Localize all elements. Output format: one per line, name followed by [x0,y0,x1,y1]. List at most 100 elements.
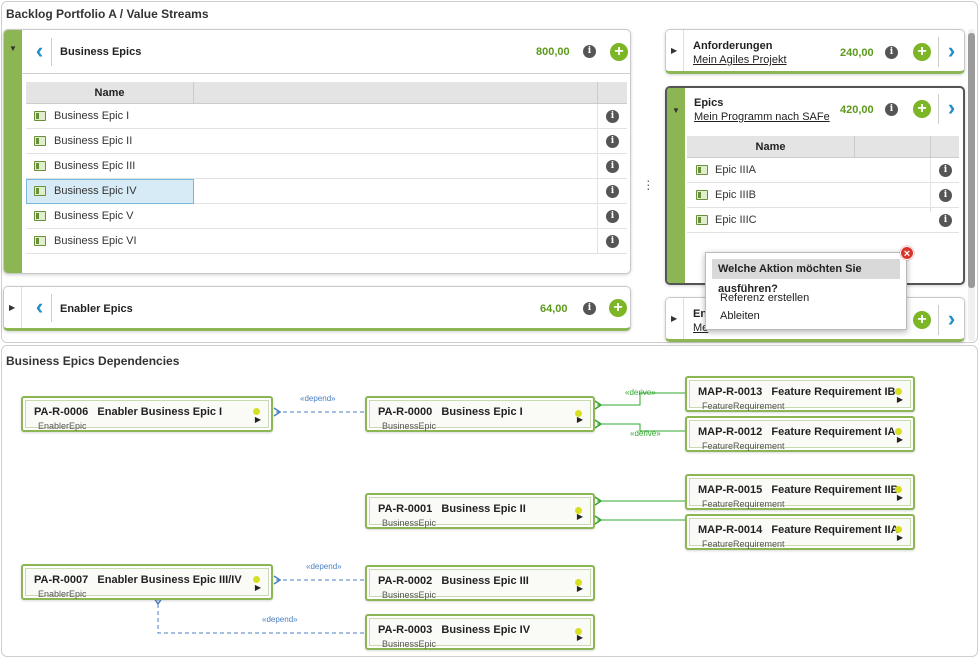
action-derive[interactable]: Ableiten [720,310,760,322]
right-scrollbar[interactable] [968,29,975,341]
add-business-epic-button[interactable]: + [610,43,628,61]
table-row[interactable]: Epic IIIB i [687,183,959,208]
anforderungen-expand-strip[interactable]: ▶ [666,30,684,71]
chevron-left-icon[interactable]: ‹ [28,38,52,66]
node-map-r-0015[interactable]: MAP-R-0015 Feature Requirement IIB Featu… [685,474,915,510]
info-icon[interactable]: i [939,214,952,227]
status-dot-icon [575,410,582,417]
anforderungen-project-link[interactable]: Mein Agiles Projekt [693,54,787,66]
add-epic-button[interactable]: + [913,100,931,118]
expand-arrow-icon[interactable]: ▶ [896,493,903,502]
edge-label-derive: «derive» [630,429,661,438]
expand-arrow-icon[interactable]: ▶ [576,584,583,593]
info-icon[interactable]: i [583,45,596,58]
status-dot-icon [575,507,582,514]
expand-arrow-icon[interactable]: ▶ [896,435,903,444]
table-row[interactable]: Business Epic VI i [26,229,627,254]
epics-table: Name Epic IIIA i Epic IIIB i Epic IIIC i [687,136,959,236]
partial-card-link[interactable]: Me [693,322,709,334]
expand-triangle-icon[interactable]: ▶ [671,46,678,55]
info-icon[interactable]: i [606,235,619,248]
table-row-selected[interactable]: Business Epic IV i [26,179,627,204]
business-epics-collapse-strip[interactable]: ▼ [4,30,22,273]
collapse-triangle-icon[interactable]: ▼ [9,44,17,53]
epics-program-link[interactable]: Mein Programm nach SAFe [694,111,830,123]
chevron-right-icon[interactable]: › [938,305,964,335]
column-divider [597,104,598,254]
table-row[interactable]: Business Epic II i [26,129,627,154]
node-map-r-0013[interactable]: MAP-R-0013 Feature Requirement IB Featur… [685,376,915,412]
expand-triangle-icon[interactable]: ▶ [671,314,678,323]
node-pa-r-0000[interactable]: PA-R-0000 Business Epic I BusinessEpic ▶ [365,396,595,432]
enabler-epics-expand-strip[interactable]: ▶ [4,287,22,328]
node-id: MAP-R-0015 [698,484,763,496]
collapse-triangle-icon[interactable]: ▼ [672,106,680,115]
expand-arrow-icon[interactable]: ▶ [896,533,903,542]
table-row[interactable]: Business Epic III i [26,154,627,179]
expand-arrow-icon[interactable]: ▶ [254,583,261,592]
node-type: BusinessEpic [382,590,437,600]
expand-arrow-icon[interactable]: ▶ [254,415,261,424]
node-pa-r-0003[interactable]: PA-R-0003 Business Epic IV BusinessEpic … [365,614,595,650]
info-icon[interactable]: i [606,135,619,148]
status-dot-icon [253,576,260,583]
scrollbar-thumb[interactable] [968,33,975,288]
info-icon[interactable]: i [606,160,619,173]
table-header: Name [687,136,959,158]
table-row[interactable]: Epic IIIC i [687,208,959,233]
node-id: MAP-R-0014 [698,524,763,536]
edge-derive-0013-0000 [594,392,685,410]
backlog-panel-title: Backlog Portfolio A / Value Streams [6,7,209,21]
expand-triangle-icon[interactable]: ▶ [9,303,16,312]
add-anforderung-button[interactable]: + [913,43,931,61]
node-name: Business Epic IV [441,624,531,636]
info-icon[interactable]: i [885,46,898,59]
info-icon[interactable]: i [606,185,619,198]
anforderungen-title: Anforderungen [693,40,773,52]
add-enabler-epic-button[interactable]: + [609,299,627,317]
node-type: EnablerEpic [38,589,87,599]
row-name: Business Epic II [54,135,133,147]
info-icon[interactable]: i [885,103,898,116]
action-create-reference[interactable]: Referenz erstellen [720,292,810,304]
info-icon[interactable]: i [583,302,596,315]
table-row[interactable]: Business Epic I i [26,104,627,129]
close-icon[interactable]: × [900,246,914,260]
node-type: FeatureRequirement [702,499,785,509]
node-id: PA-R-0002 [378,575,433,587]
expand-arrow-icon[interactable]: ▶ [576,512,583,521]
chevron-left-icon[interactable]: ‹ [28,294,52,322]
node-pa-r-0001[interactable]: PA-R-0001 Business Epic II BusinessEpic … [365,493,595,529]
add-item-button[interactable]: + [913,311,931,329]
business-epic-icon [34,161,46,171]
node-map-r-0012[interactable]: MAP-R-0012 Feature Requirement IA Featur… [685,416,915,452]
info-icon[interactable]: i [606,110,619,123]
node-pa-r-0006[interactable]: PA-R-0006 Enabler Business Epic I Enable… [21,396,273,432]
node-id: PA-R-0001 [378,503,433,515]
node-map-r-0014[interactable]: MAP-R-0014 Feature Requirement IIA Featu… [685,514,915,550]
expand-arrow-icon[interactable]: ▶ [896,395,903,404]
info-icon[interactable]: i [606,210,619,223]
row-name: Business Epic VI [54,235,137,247]
column-header-name[interactable]: Name [26,82,194,104]
node-pa-r-0002[interactable]: PA-R-0002 Business Epic III BusinessEpic… [365,565,595,601]
info-icon[interactable]: i [939,189,952,202]
expand-arrow-icon[interactable]: ▶ [576,415,583,424]
table-row[interactable]: Business Epic V i [26,204,627,229]
node-pa-r-0007[interactable]: PA-R-0007 Enabler Business Epic III/IV E… [21,564,273,600]
chevron-right-icon[interactable]: › [938,37,964,67]
epics-collapse-strip[interactable]: ▼ [667,88,685,283]
splitter-handle[interactable]: ··· [646,172,651,196]
status-dot-icon [895,486,902,493]
chevron-right-icon[interactable]: › [938,94,963,124]
epic-icon [696,165,708,175]
expand-arrow-icon[interactable]: ▶ [576,633,583,642]
epic-icon [696,215,708,225]
epics-card: ▼ Epics Mein Programm nach SAFe 420,00 i… [665,86,965,285]
column-header-name[interactable]: Name [687,136,855,158]
table-row[interactable]: Epic IIIA i [687,158,959,183]
info-icon[interactable]: i [939,164,952,177]
row-name: Business Epic V [54,210,134,222]
partial-card-expand-strip[interactable]: ▶ [666,298,684,339]
selected-cell [26,179,194,204]
